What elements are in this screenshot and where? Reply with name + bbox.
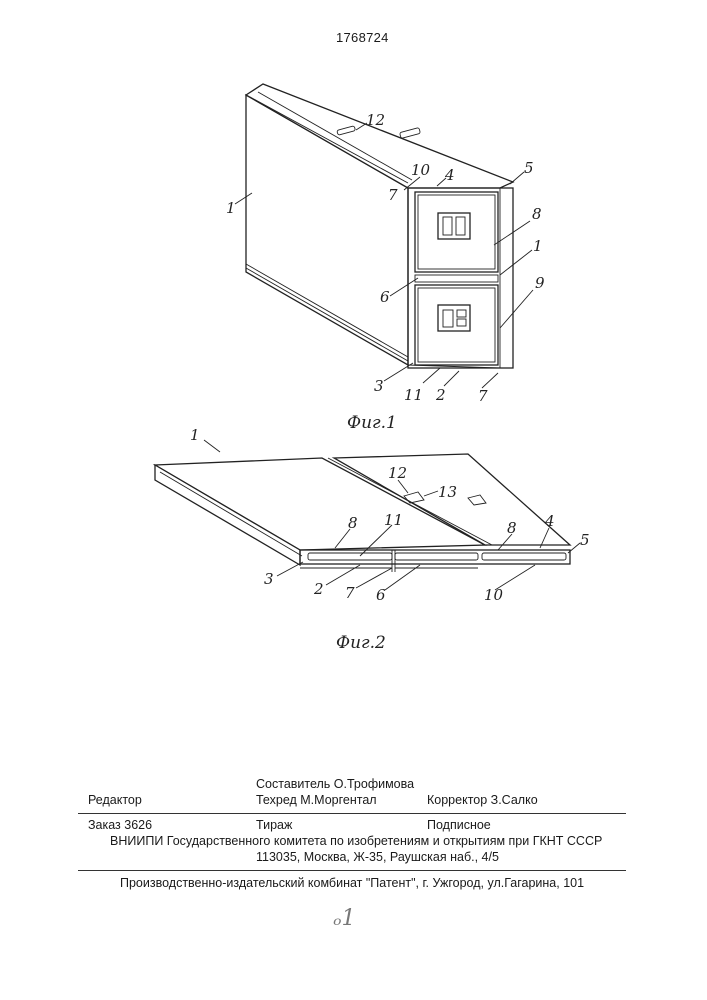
corrector-line: Корректор З.Салко — [427, 793, 538, 807]
subscription-label: Подписное — [427, 818, 491, 832]
fig2-label-8-left: 8 — [348, 514, 358, 532]
fig2-label-5: 5 — [580, 531, 590, 549]
fig1-label-1: 1 — [226, 199, 236, 217]
fig1-label-8: 8 — [532, 205, 542, 223]
fig1-label-10: 10 — [411, 161, 431, 179]
fig1-caption: Фиг.1 — [347, 413, 397, 433]
editor-label: Редактор — [88, 793, 142, 807]
figure-1-drawing: 12 1 10 4 5 7 8 1 6 9 3 11 2 7 Фиг.1 — [226, 84, 545, 433]
fig2-label-6: 6 — [376, 586, 386, 604]
fig1-label-7-top: 7 — [388, 186, 398, 204]
fig1-lower-module — [415, 285, 498, 365]
fig2-label-7: 7 — [345, 584, 355, 602]
fig2-caption: Фиг.2 — [336, 633, 386, 653]
fig1-upper-module — [415, 192, 498, 272]
fig2-label-10: 10 — [484, 586, 504, 604]
fig2-label-3: 3 — [264, 570, 274, 588]
figure-2-drawing: 1 12 13 8 11 8 4 5 3 2 7 6 10 Фиг.2 — [155, 426, 590, 653]
rule-2 — [78, 870, 626, 871]
fig1-label-9: 9 — [535, 274, 545, 292]
fig2-section — [300, 550, 570, 564]
fig1-label-6: 6 — [380, 288, 390, 306]
fig2-label-4: 4 — [544, 512, 555, 530]
order-line: Заказ 3626 — [88, 818, 152, 832]
rule-1 — [78, 813, 626, 814]
fig1-label-4: 4 — [444, 166, 455, 184]
publisher-line: Производственно-издательский комбинат "П… — [120, 876, 584, 890]
fig1-label-3: 3 — [374, 377, 384, 395]
fig1-label-7-bottom: 7 — [478, 387, 488, 405]
fig2-label-1: 1 — [190, 426, 200, 444]
fig2-label-11: 11 — [384, 511, 403, 529]
fig2-label-12: 12 — [388, 464, 407, 482]
fig1-label-2: 2 — [435, 386, 446, 404]
fig1-end-face — [408, 188, 513, 368]
techred-line: Техред М.Моргентал — [256, 793, 377, 807]
fig2-label-8-right: 8 — [507, 519, 517, 537]
fig1-label-11: 11 — [404, 386, 423, 404]
fig2-label-13: 13 — [438, 483, 457, 501]
compiler-line: Составитель О.Трофимова — [256, 777, 414, 791]
fig1-label-5: 5 — [524, 159, 534, 177]
scan-mark: ₒ1 — [333, 906, 355, 931]
circulation-label: Тираж — [256, 818, 292, 832]
fig1-label-12: 12 — [366, 111, 385, 129]
vniipi-line: ВНИИПИ Государственного комитета по изоб… — [110, 834, 602, 848]
address-line: 113035, Москва, Ж-35, Раушская наб., 4/5 — [256, 850, 499, 864]
fig1-label-1-right: 1 — [533, 237, 543, 255]
fig2-label-2: 2 — [313, 580, 324, 598]
